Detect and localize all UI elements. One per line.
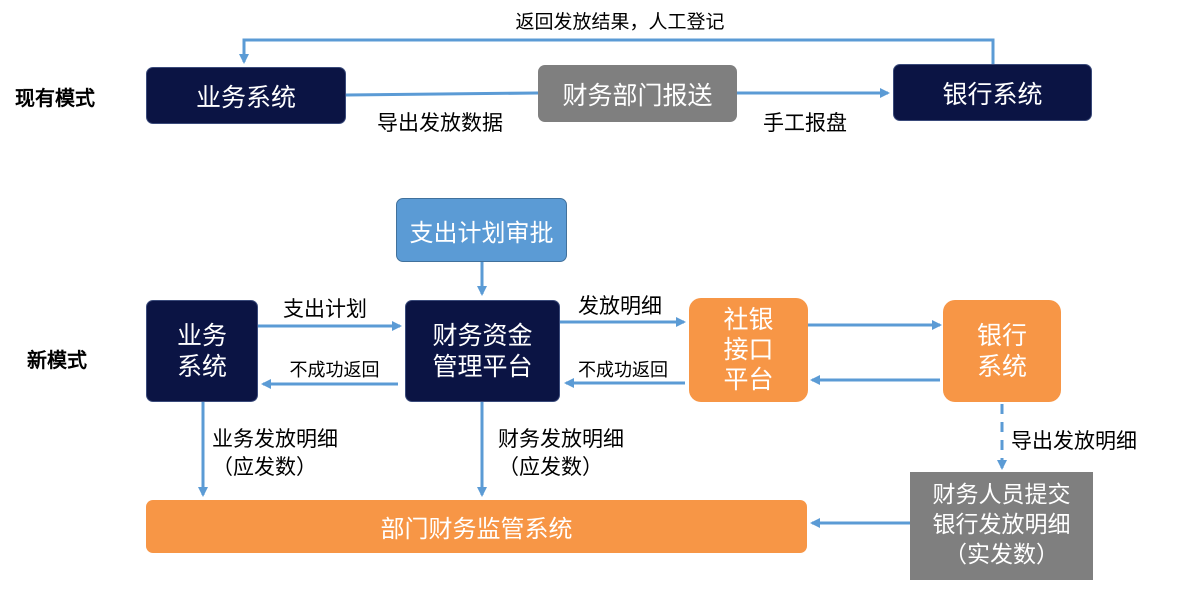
label-export-data: 导出发放数据 xyxy=(377,111,503,135)
new-business-system: 业务 系统 xyxy=(146,300,258,402)
new-bank-system: 银行 系统 xyxy=(943,300,1061,402)
new-fund-platform: 财务资金 管理平台 xyxy=(405,300,560,402)
new-approval: 支出计划审批 xyxy=(396,198,567,262)
label-manual: 手工报盘 xyxy=(763,111,847,135)
current-finance-dept: 财务部门报送 xyxy=(538,65,737,122)
section-label-new: 新模式 xyxy=(27,348,87,372)
new-social-bank-platform: 社银 接口 平台 xyxy=(689,298,808,402)
label-business-detail: 业务发放明细 （应发数） xyxy=(212,427,338,480)
label-fail-return-1: 不成功返回 xyxy=(289,360,380,381)
new-supervision-system: 部门财务监管系统 xyxy=(146,500,807,553)
label-export-detail: 导出发放明细 xyxy=(1011,429,1137,453)
label-detail: 发放明细 xyxy=(578,294,662,318)
label-finance-detail: 财务发放明细 （应发数） xyxy=(498,427,624,480)
new-finance-staff: 财务人员提交 银行发放明细 （实发数） xyxy=(910,472,1093,580)
arrow-business-to-finance xyxy=(345,91,539,97)
current-business-system: 业务系统 xyxy=(146,67,346,124)
label-plan: 支出计划 xyxy=(283,297,367,321)
section-label-current: 现有模式 xyxy=(15,86,95,110)
label-fail-return-2: 不成功返回 xyxy=(578,360,668,381)
current-bank-system: 银行系统 xyxy=(893,64,1092,121)
arrow-return-result xyxy=(239,38,995,64)
label-return-result: 返回发放结果，人工登记 xyxy=(515,11,725,33)
